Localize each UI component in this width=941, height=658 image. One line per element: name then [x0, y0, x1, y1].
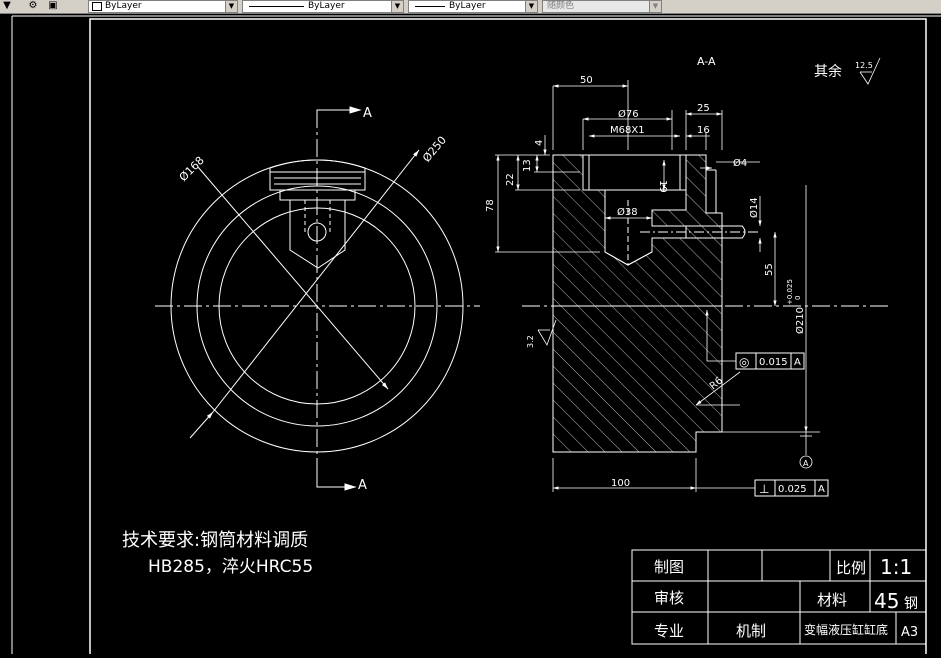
- boss-top[interactable]: [269, 159, 366, 173]
- linetype-preview: [249, 6, 304, 7]
- dim-16: 16: [697, 125, 710, 136]
- port-outline[interactable]: [289, 199, 346, 269]
- tb-material-value: 45: [874, 589, 899, 613]
- lineweight-dropdown[interactable]: ByLayer ▼: [408, 0, 538, 13]
- tb-sheet: A3: [901, 625, 918, 640]
- dim-d38: Ø38: [617, 206, 638, 218]
- tb-scale-label: 比例: [836, 559, 866, 577]
- drawing-canvas[interactable]: Ø168 Ø250 A A A-A: [0, 14, 941, 658]
- plot-style-dropdown[interactable]: 随颜色 ▼: [542, 0, 662, 13]
- color-dropdown[interactable]: ByLayer ▼: [88, 0, 238, 13]
- roughness-general-value: 12.5: [855, 61, 873, 70]
- section-label-top: A: [363, 106, 372, 121]
- dim-100: 100: [611, 478, 630, 489]
- chevron-down-icon[interactable]: ▼: [225, 1, 237, 12]
- section-title: A-A: [697, 55, 716, 68]
- perpendicularity-frame[interactable]: ⊥ 0.025 A: [754, 479, 829, 497]
- dim-50: 50: [580, 75, 593, 86]
- concentricity-datum: A: [794, 357, 801, 368]
- dim-h4: 4: [534, 140, 545, 146]
- tech-req-line1: 技术要求:钢筒材料调质: [122, 530, 308, 551]
- d250-leader: [212, 149, 420, 413]
- dim-h13: 13: [522, 159, 533, 172]
- dim-d4: Ø4: [733, 157, 747, 169]
- datum-label: A: [803, 459, 809, 468]
- d168-leader: [197, 166, 389, 390]
- roughness-general-label: 其余: [814, 63, 842, 80]
- dim-h22: 22: [505, 173, 516, 186]
- section-body-hatch: [552, 154, 723, 453]
- tb-checked: 审核: [654, 589, 684, 607]
- dim-d76: Ø76: [618, 108, 639, 120]
- dim-m68: M68X1: [610, 125, 645, 136]
- tb-drawn: 制图: [654, 558, 684, 576]
- tb-part-name: 变幅液压缸缸底: [804, 622, 888, 637]
- dim-d168: Ø168: [177, 154, 207, 184]
- section-dim-labels: 50 Ø76 M68X1 25 16 Ø4 4 13 22 19 78 Ø38 …: [485, 61, 873, 489]
- color-dropdown-value: ByLayer: [105, 1, 142, 11]
- perpendicularity-value: 0.025: [778, 484, 807, 495]
- chevron-down-icon[interactable]: ▼: [525, 1, 537, 12]
- dim-d210: Ø210: [794, 307, 806, 334]
- section-view[interactable]: [522, 154, 890, 453]
- lineweight-preview: [415, 6, 445, 7]
- plot-style-value: 随颜色: [547, 1, 575, 11]
- tb-scale-value: 1:1: [880, 555, 912, 579]
- dim-d210-tol-lower: 0: [794, 296, 802, 300]
- title-block-text: 制图 比例 1:1 审核 材料 45 钢 专业 机制 变幅液压缸缸底 A3: [654, 555, 918, 640]
- color-swatch-icon: [92, 2, 102, 11]
- concentricity-icon: ◎: [739, 355, 749, 369]
- concentricity-frame[interactable]: ◎ 0.015 A: [735, 352, 805, 370]
- tb-material-label: 材料: [817, 591, 847, 609]
- dim-h78: 78: [485, 199, 496, 212]
- roughness-local-value: 3.2: [526, 335, 535, 348]
- tb-material-suffix: 钢: [904, 596, 918, 612]
- dim-25: 25: [697, 103, 710, 114]
- linetype-dropdown[interactable]: ByLayer ▼: [242, 0, 404, 13]
- chevron-down-icon[interactable]: ▼: [391, 1, 403, 12]
- front-view[interactable]: [155, 106, 480, 491]
- title-block[interactable]: [631, 549, 927, 645]
- dim-d210-tol-upper: +0.025: [786, 279, 794, 305]
- concentricity-value: 0.015: [759, 357, 788, 368]
- section-label-bottom: A: [358, 478, 367, 493]
- tb-major-value: 机制: [736, 622, 766, 640]
- perpendicularity-datum: A: [818, 484, 825, 495]
- dim-d14: Ø14: [748, 197, 760, 218]
- properties-toolbar: ▼ ⚙ ▣ ByLayer ▼ ByLayer ▼ ByLayer ▼ 随颜色 …: [0, 0, 941, 14]
- tb-major: 专业: [654, 622, 684, 640]
- section-arrow-bottom: [316, 470, 345, 488]
- layer-previous-icon[interactable]: ▣: [48, 0, 58, 11]
- dim-55: 55: [764, 263, 775, 276]
- dim-d250: Ø250: [420, 134, 449, 165]
- dim-h19: 19: [657, 180, 668, 193]
- dropdown-arrow-icon[interactable]: ▼: [3, 0, 11, 11]
- perpendicularity-icon: ⊥: [759, 482, 769, 496]
- section-arrow-top: [316, 109, 350, 124]
- lineweight-dropdown-value: ByLayer: [449, 1, 486, 11]
- linetype-dropdown-value: ByLayer: [308, 1, 345, 11]
- tech-req-line2: HB285，淬火HRC55: [148, 557, 313, 577]
- layer-state-icon[interactable]: ⚙: [28, 0, 38, 11]
- chevron-down-icon[interactable]: ▼: [649, 1, 661, 12]
- drawing-border: [11, 15, 941, 658]
- section-dimensions: [495, 57, 881, 492]
